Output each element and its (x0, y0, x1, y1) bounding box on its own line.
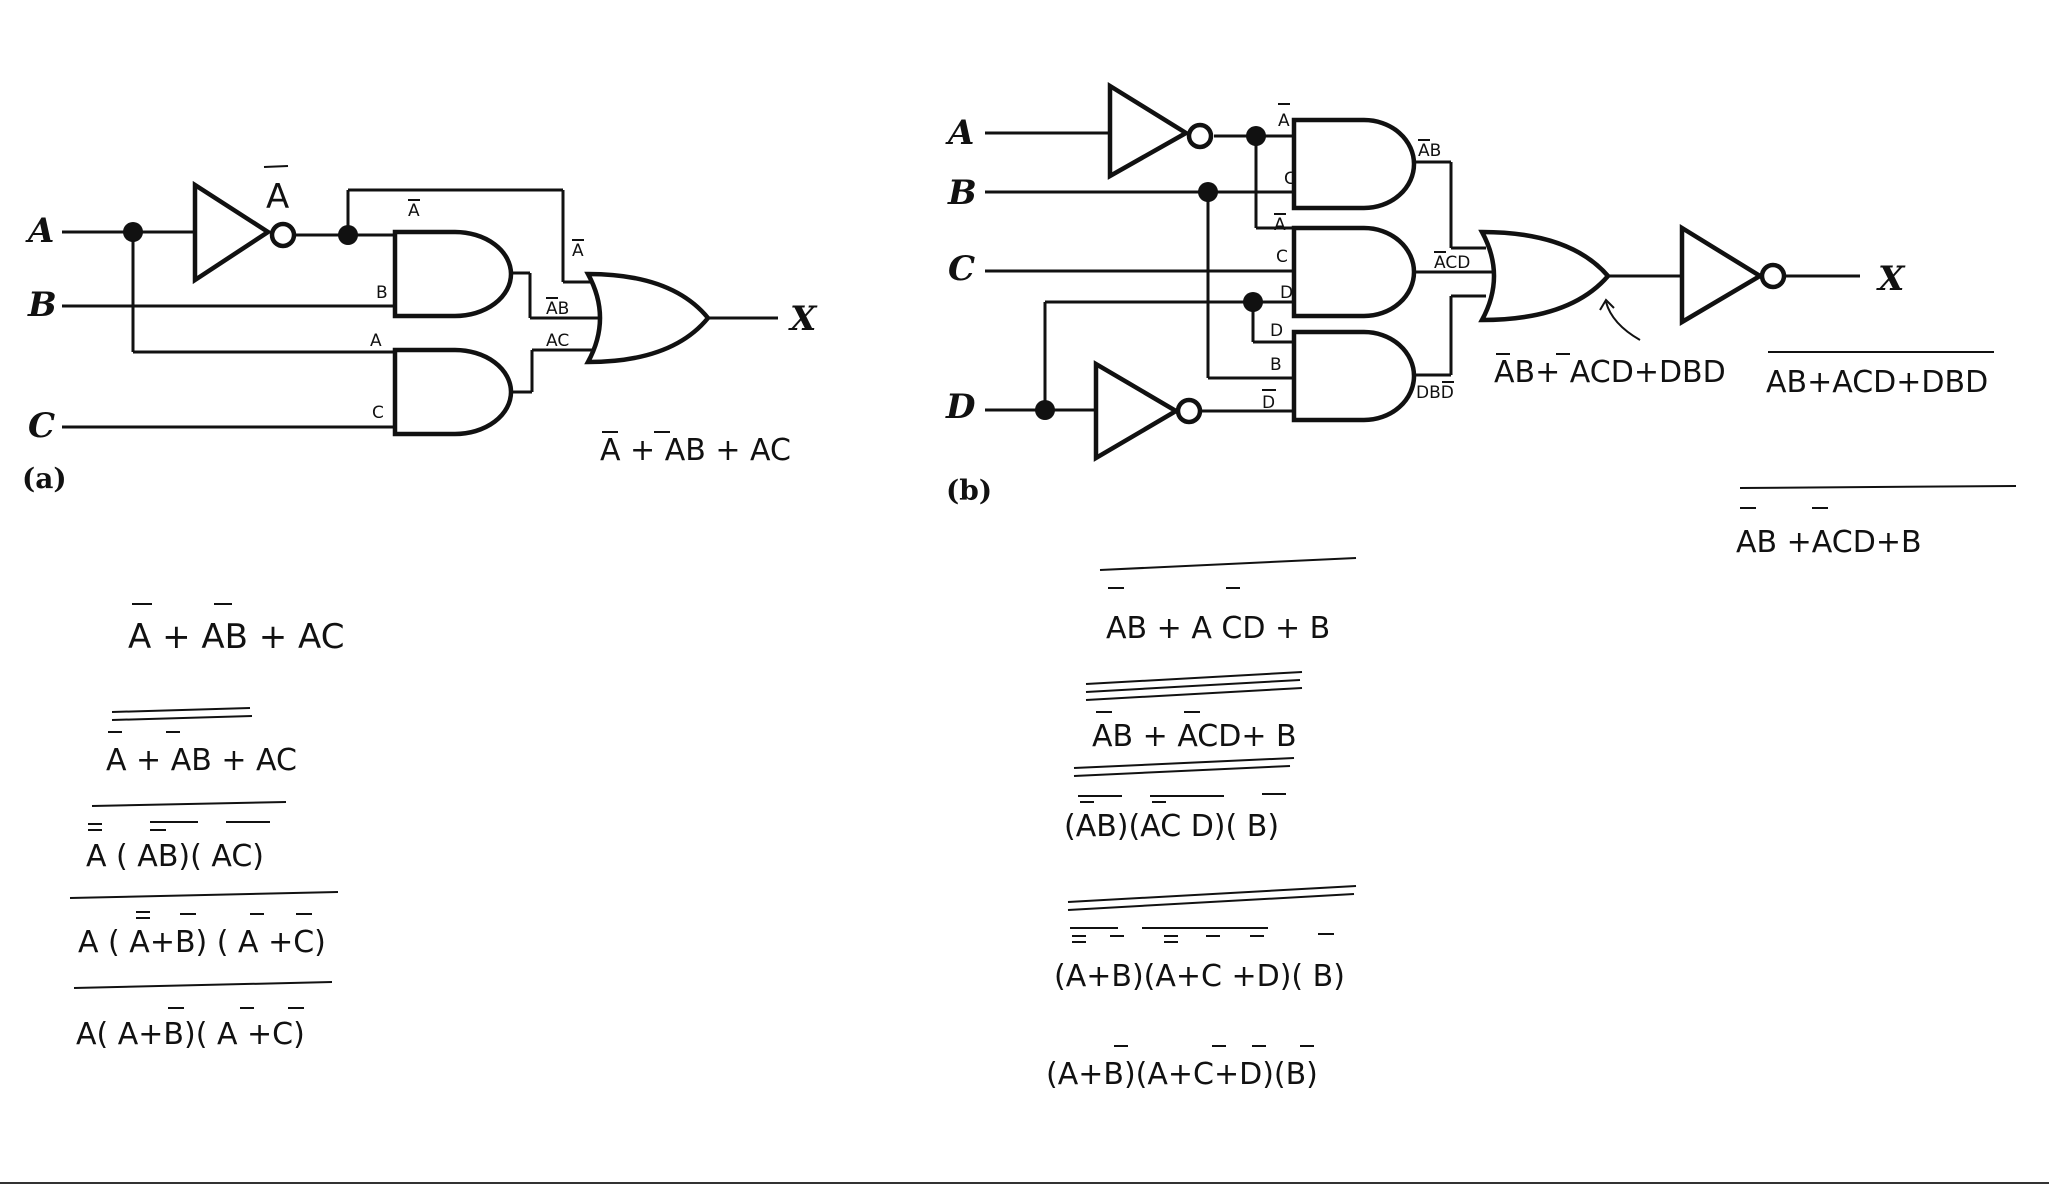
circuit-a-not-output-label: A (266, 177, 289, 217)
circuit-b-and3-pin-b: B (1270, 355, 1282, 375)
circuit-b-or-expression: AB+ ACD+DBD (1494, 355, 1726, 390)
circuit-a-or-pin-ab: AB (546, 299, 569, 319)
circuit-a-not-gate (192, 180, 297, 285)
derivation-a-line-2: A + AB + AC (106, 743, 297, 778)
circuit-a-and1-pin-a: A (408, 201, 420, 221)
circuit-a-input-b: B (27, 285, 57, 325)
circuit-b-input-b: B (947, 173, 977, 213)
derivation-b-line-1: AB + A CD + B (1106, 611, 1330, 646)
derivation-a-line-1: A + AB + AC (128, 617, 344, 657)
circuit-a-wires (62, 188, 778, 429)
circuit-b-input-c: C (948, 249, 975, 289)
overbar (1073, 757, 1295, 769)
circuit-b-arrow-head (1599, 298, 1615, 311)
circuit-b-and2-pin-c: C (1276, 247, 1288, 267)
circuit-b-not-gate-out (1679, 223, 1787, 326)
overbar (1067, 893, 1355, 911)
circuit-a-and-gate-2 (392, 347, 514, 437)
circuit-b-and1-output: AB (1418, 141, 1441, 161)
circuit-b-junction-b (1198, 182, 1218, 202)
derivation-b-line-4: (A+B)(A+C +D)( B) (1054, 959, 1345, 994)
circuit-b-not-gate-d (1093, 360, 1203, 462)
circuit-b-and1-pin-c: C (1284, 169, 1296, 189)
overbar (69, 891, 339, 899)
circuit-b-junction-not-a (1246, 126, 1266, 146)
circuit-b-and2-output: ACD (1434, 253, 1470, 273)
overbar (1099, 557, 1357, 571)
derivation-a-line-3: A ( AB)( AC) (86, 839, 264, 874)
overbar (263, 165, 289, 168)
circuit-b-and-gate-3 (1291, 329, 1417, 423)
derivation-a-line-5: A( A+B)( A +C) (76, 1017, 305, 1052)
circuit-a: A B C A (22, 165, 818, 495)
circuit-b-or-gate (1478, 229, 1611, 323)
circuit-a-input-c: C (28, 406, 55, 446)
circuit-a-expression: A + AB + AC (600, 433, 791, 468)
derivation-b-line-3: (AB)(AC D)( B) (1064, 809, 1279, 844)
circuit-b: A B C D (945, 81, 2017, 560)
derivation-b-line-5: (A+B)(A+C+D)(B) (1046, 1057, 1318, 1092)
circuit-b-wires (985, 131, 1860, 413)
overbar (1073, 765, 1291, 777)
overbar (1085, 679, 1301, 693)
circuit-b-and3-pin-d: D (1270, 321, 1283, 341)
derivation-b-line-2: AB + ACD+ B (1092, 719, 1297, 754)
circuit-a-and1-pin-b: B (376, 283, 388, 303)
overbar (1085, 671, 1303, 685)
derivation-b: AB + A CD + B AB + ACD+ B (AB)(AC D)( B)… (1046, 557, 1357, 1092)
circuit-b-and3-pin-not-d: D (1262, 393, 1275, 413)
circuit-b-junction-d-top (1243, 292, 1263, 312)
overbar (111, 707, 251, 713)
circuit-b-input-a: A (945, 113, 974, 153)
circuit-b-and3-output: DBD (1416, 383, 1454, 403)
circuit-a-junction-a (123, 222, 143, 242)
circuit-b-input-d: D (945, 387, 976, 427)
circuit-a-and2-pin-a: A (370, 331, 382, 351)
circuit-b-and-gate-1 (1291, 117, 1417, 211)
overbar (1739, 485, 2017, 489)
circuit-a-output-x: X (788, 299, 818, 339)
circuit-a-or-pin-ac: AC (546, 331, 569, 351)
circuit-b-output-x: X (1876, 259, 1906, 299)
circuit-b-and2-pin-d: D (1280, 283, 1293, 303)
circuit-b-arrow (1605, 301, 1641, 341)
circuit-a-junction-not-a (338, 225, 358, 245)
overbar (1067, 885, 1357, 903)
overbar (1085, 687, 1303, 701)
derivation-a-line-4: A ( A+B) ( A +C) (78, 925, 326, 960)
circuit-b-simplified-expression: AB +ACD+B (1736, 525, 1922, 560)
circuit-a-or-pin-a: A (572, 241, 584, 261)
circuit-a-input-a: A (25, 211, 54, 251)
derivation-a: A + AB + AC A + AB + AC A ( AB)( AC) A (… (69, 603, 344, 1052)
circuit-a-caption: (a) (22, 462, 67, 495)
overbar (111, 715, 253, 721)
overbar (91, 801, 287, 807)
circuit-b-caption: (b) (946, 474, 992, 507)
circuit-a-or-gate (584, 271, 711, 365)
circuit-b-not-gate-a (1107, 81, 1214, 180)
circuit-a-and2-pin-c: C (372, 403, 384, 423)
overbar (73, 981, 333, 989)
circuit-b-output-expression: AB+ACD+DBD (1766, 365, 1988, 400)
circuit-a-and-gate-1 (392, 229, 514, 319)
circuit-b-and2-pin-a: A (1274, 215, 1286, 235)
circuit-b-junction-d (1035, 400, 1055, 420)
circuit-b-and1-pin-a: A (1278, 111, 1290, 131)
circuit-b-and-gate-2 (1291, 225, 1417, 319)
